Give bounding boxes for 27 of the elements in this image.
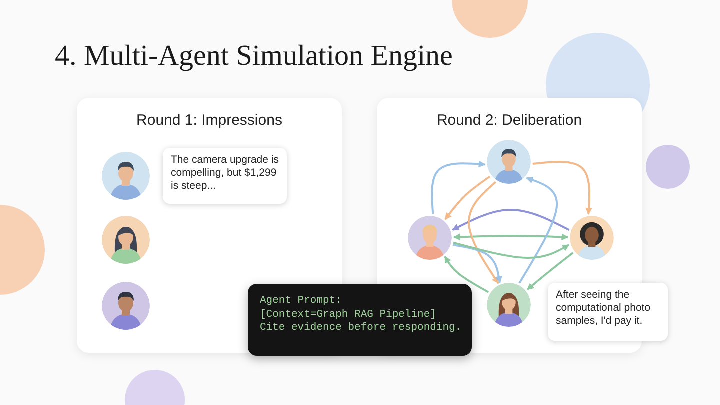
arrow (526, 252, 574, 290)
arrow (532, 161, 593, 215)
arrow (444, 256, 490, 294)
code-line: [Context=Graph RAG Pipeline] (260, 308, 438, 322)
panel-heading: Round 1: Impressions (136, 112, 284, 129)
panel-heading: Round 2: Deliberation (436, 112, 584, 129)
person-avatar (570, 216, 614, 260)
code-line: Agent Prompt: (260, 295, 343, 309)
arrow (453, 234, 569, 241)
person-avatar (487, 283, 531, 327)
person-avatar (487, 140, 531, 184)
person-avatar (102, 282, 150, 330)
speech-bubble: The camera upgrade is compelling, but $1,299 is steep... (163, 148, 287, 204)
arrow (431, 160, 486, 214)
speech-bubble: After seeing the computational photo samples, I'd pay it. (548, 283, 668, 341)
person-avatar (408, 216, 452, 260)
person-avatar (102, 152, 150, 200)
arrow (452, 244, 502, 284)
arrow (468, 181, 500, 284)
arrow (452, 209, 570, 232)
code-panel (248, 284, 472, 356)
arrow (444, 176, 491, 220)
person-avatar (102, 216, 150, 264)
arrow (453, 242, 570, 259)
title: 4. Multi-Agent Simulation Engine (55, 40, 453, 73)
code-line: Cite evidence before responding. (260, 322, 460, 336)
arrow (518, 176, 558, 284)
